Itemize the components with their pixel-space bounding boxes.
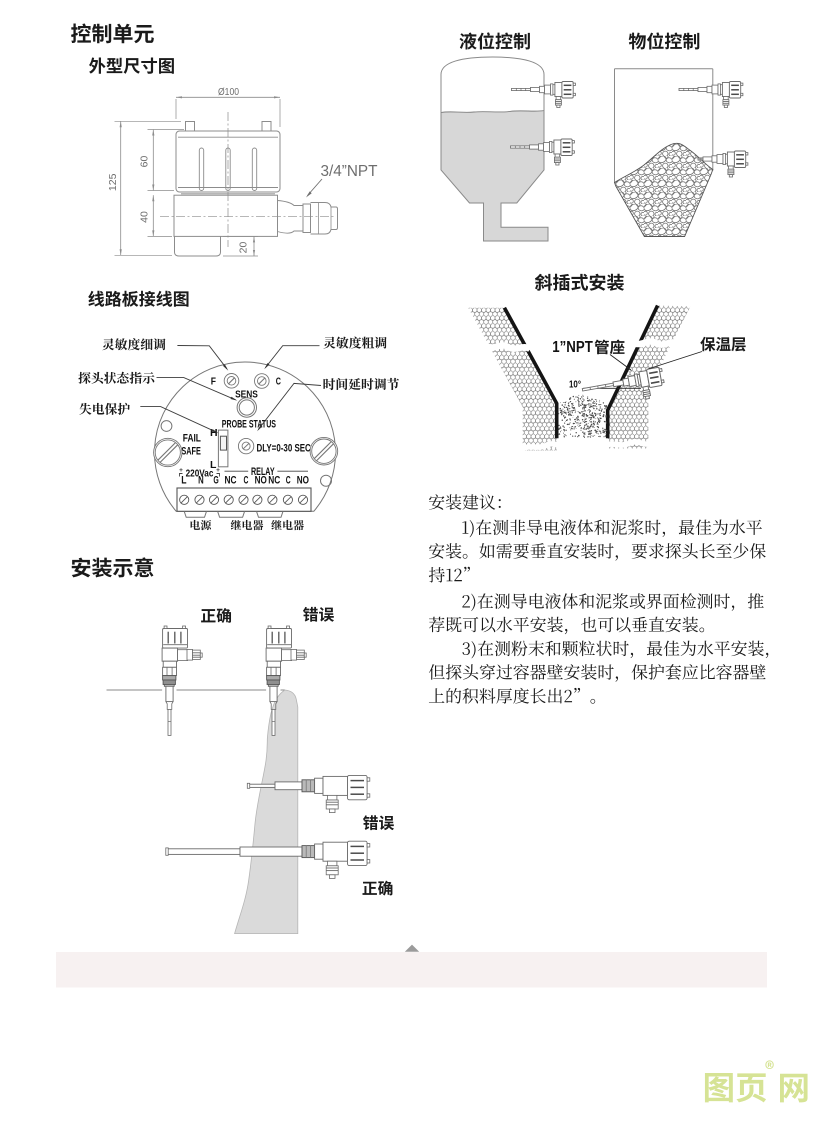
svg-text:220Vac: 220Vac [186, 468, 214, 480]
svg-text:L: L [181, 475, 187, 487]
svg-text:20: 20 [238, 242, 250, 254]
svg-text:3/4”NPT: 3/4”NPT [321, 163, 378, 180]
svg-text:NO: NO [297, 475, 310, 487]
svg-text:C: C [244, 475, 249, 487]
svg-text:SENS: SENS [235, 388, 258, 400]
svg-text:40: 40 [139, 211, 151, 223]
svg-text:60: 60 [139, 156, 151, 168]
svg-text:C: C [276, 377, 281, 388]
svg-text:NO: NO [255, 475, 268, 487]
svg-text:PROBE STATUS: PROBE STATUS [222, 418, 276, 430]
svg-text:G: G [213, 475, 218, 487]
svg-text:NC: NC [268, 475, 280, 487]
svg-text:C: C [286, 475, 291, 487]
svg-text:+: + [216, 467, 220, 474]
svg-text:FAIL: FAIL [183, 432, 201, 444]
svg-text:H: H [210, 427, 218, 439]
svg-text:N: N [198, 475, 204, 487]
svg-text:Ø100: Ø100 [218, 86, 239, 98]
svg-text:DLY=0-30 SEC: DLY=0-30 SEC [257, 442, 311, 454]
svg-text:125: 125 [107, 173, 119, 191]
svg-text:RELAY: RELAY [251, 466, 275, 478]
svg-text:+: + [179, 467, 183, 474]
svg-text:L: L [210, 459, 217, 471]
svg-text:SAFE: SAFE [181, 445, 201, 457]
svg-text:NC: NC [225, 475, 237, 487]
svg-text:1”NPT: 1”NPT [552, 339, 593, 356]
svg-text:F: F [211, 377, 216, 388]
svg-text:10°: 10° [569, 379, 581, 391]
